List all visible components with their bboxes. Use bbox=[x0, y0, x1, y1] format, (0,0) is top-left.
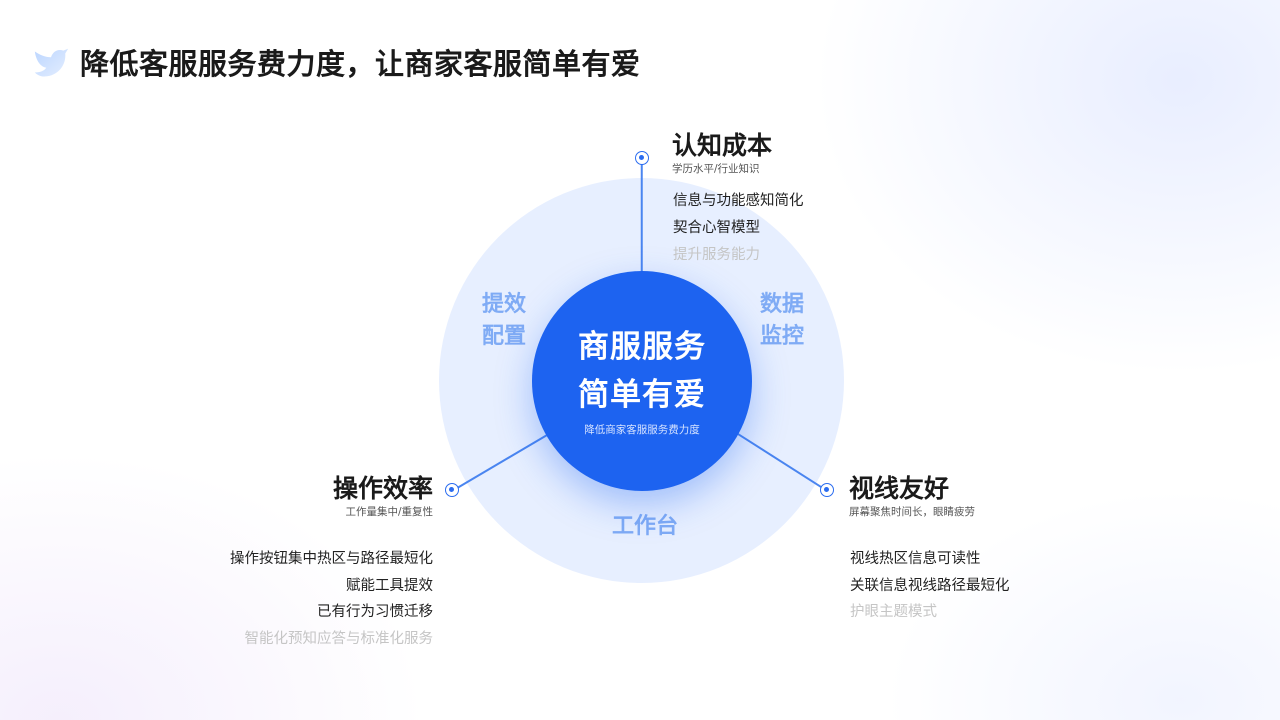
branch-left-subtitle: 工作量集中/重复性 bbox=[345, 506, 433, 518]
center-circle: 商服服务 简单有爱 降低商家客服服务费力度 bbox=[532, 271, 752, 491]
branch-top-item-2: 契合心智模型 bbox=[673, 220, 760, 236]
center-title-line2: 简单有爱 bbox=[578, 377, 706, 413]
node-left bbox=[445, 483, 459, 497]
ring-label-bottom: 工作台 bbox=[611, 514, 678, 539]
branch-top-item-1: 信息与功能感知简化 bbox=[673, 193, 804, 209]
ring-label-right-line2: 监控 bbox=[759, 324, 804, 349]
branch-right-title: 视线友好 bbox=[849, 474, 950, 503]
branch-top: 认知成本 学历水平/行业知识 bbox=[672, 130, 772, 176]
branch-left-item-faded: 智能化预知应答与标准化服务 bbox=[244, 631, 434, 647]
branch-left-item-2: 赋能工具提效 bbox=[346, 578, 433, 594]
ring-label-right: 数据 监控 bbox=[750, 289, 814, 353]
branch-left: 操作效率 工作量集中/重复性 bbox=[233, 473, 433, 519]
branch-left-item-1: 操作按钮集中热区与路径最短化 bbox=[230, 551, 433, 567]
branch-top-subtitle: 学历水平/行业知识 bbox=[672, 163, 760, 175]
branch-left-item-3: 已有行为习惯迁移 bbox=[317, 604, 433, 620]
center-title-line1: 商服服务 bbox=[578, 329, 706, 365]
branch-right: 视线友好 屏幕聚焦时间长，眼睛疲劳 bbox=[849, 473, 975, 519]
node-top bbox=[635, 151, 649, 165]
branch-top-title: 认知成本 bbox=[672, 131, 773, 160]
spoke-top bbox=[641, 158, 643, 276]
ring-label-left: 提效 配置 bbox=[472, 289, 536, 353]
page-title: 降低客服服务费力度，让商家客服简单有爱 bbox=[80, 47, 641, 81]
ring-label-right-line1: 数据 bbox=[759, 292, 804, 317]
branch-right-subtitle: 屏幕聚焦时间长，眼睛疲劳 bbox=[849, 506, 975, 518]
branch-right-item-faded: 护眼主题模式 bbox=[850, 604, 937, 620]
page-header: 降低客服服务费力度，让商家客服简单有爱 bbox=[32, 40, 641, 84]
branch-right-item-2: 关联信息视线路径最短化 bbox=[850, 578, 1010, 594]
branch-top-item-faded: 提升服务能力 bbox=[673, 247, 760, 263]
center-subtitle: 降低商家客服服务费力度 bbox=[584, 424, 700, 436]
ring-label-left-line2: 配置 bbox=[481, 324, 526, 349]
ring-label-left-line1: 提效 bbox=[481, 292, 526, 317]
branch-left-title: 操作效率 bbox=[332, 474, 433, 503]
bird-icon bbox=[34, 48, 69, 77]
branch-right-item-1: 视线热区信息可读性 bbox=[850, 551, 981, 567]
node-right bbox=[820, 483, 834, 497]
